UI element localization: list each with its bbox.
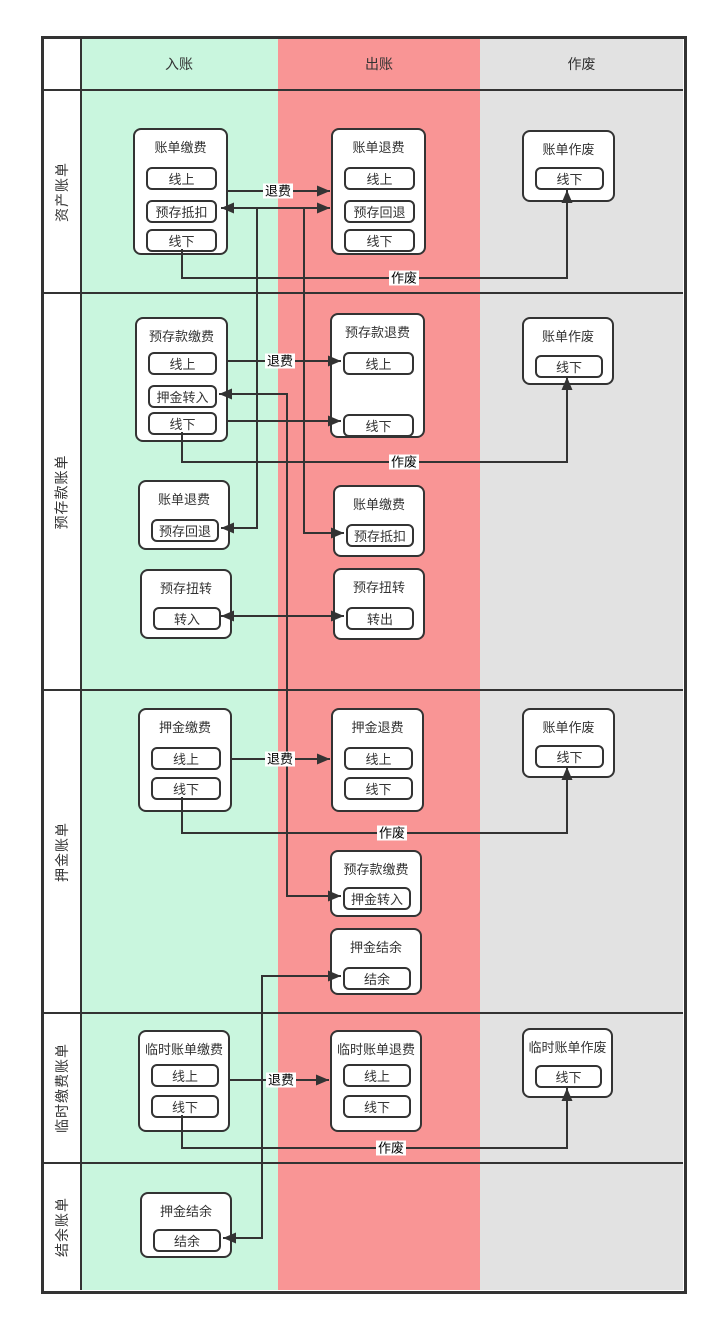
subnode-prepaid-refund-1: 线下 [343, 414, 414, 437]
subnode-temp-bill-pay-1: 线下 [151, 1095, 219, 1118]
node-title: 账单退费 [352, 140, 405, 155]
node-title: 预存款缴费 [343, 862, 409, 877]
row-separator [43, 89, 683, 91]
node-title: 预存款退费 [344, 325, 410, 340]
subnode-deposit-balance-out-0: 结余 [343, 967, 411, 990]
label-column-border [80, 38, 82, 1290]
node-prepaid-transfer-in: 预存扭转转入 [140, 569, 232, 639]
node-title: 预存扭转 [159, 581, 212, 596]
node-deposit-refund: 押金退费线上线下 [331, 708, 424, 812]
row-label-text: 结余账单 [53, 1196, 70, 1257]
subnode-deposit-refund-0: 线上 [344, 747, 413, 770]
subnode-temp-bill-void-0: 线下 [535, 1065, 602, 1088]
row-separator [43, 292, 683, 294]
row-label-deposit: 押金账单 [43, 690, 80, 1013]
subnode-prepaid-bill-refund-0: 预存回退 [151, 519, 219, 542]
node-deposit-to-prepaid: 预存款缴费押金转入 [330, 850, 422, 917]
subnode-asset-bill-pay-0: 线上 [146, 167, 217, 190]
subnode-deposit-refund-1: 线下 [344, 777, 413, 800]
subnode-prepaid-pay-2: 线下 [148, 412, 217, 435]
subnode-asset-bill-pay-1: 预存抵扣 [146, 200, 217, 223]
node-prepaid-refund: 预存款退费线上线下 [330, 313, 425, 438]
subnode-balance-in-0: 结余 [153, 1229, 221, 1252]
row-label-temp: 临时缴费账单 [43, 1013, 80, 1163]
subnode-deposit-pay-0: 线上 [151, 747, 221, 770]
node-deposit-balance-out: 押金结余结余 [330, 928, 422, 995]
edge-label-作废-1: 作废 [388, 270, 420, 286]
subnode-prepaid-bill-pay-0: 预存抵扣 [346, 524, 414, 547]
edge-label-作废-5: 作废 [376, 825, 408, 841]
subnode-prepaid-transfer-out-0: 转出 [346, 607, 414, 630]
row-separator [43, 689, 683, 691]
column-header-out: 出账 [365, 56, 393, 72]
node-title: 账单退费 [157, 492, 210, 507]
node-prepaid-bill-refund: 账单退费预存回退 [138, 480, 230, 550]
subnode-asset-bill-pay-2: 线下 [146, 229, 217, 252]
node-asset-bill-pay: 账单缴费线上预存抵扣线下 [133, 128, 228, 255]
node-temp-bill-pay: 临时账单缴费线上线下 [138, 1030, 230, 1132]
subnode-deposit-bill-void-0: 线下 [535, 745, 604, 768]
subnode-asset-bill-void-0: 线下 [535, 167, 604, 190]
row-label-text: 临时缴费账单 [53, 1043, 70, 1133]
node-title: 账单缴费 [352, 497, 405, 512]
subnode-deposit-to-prepaid-0: 押金转入 [343, 887, 411, 910]
subnode-temp-bill-pay-0: 线上 [151, 1064, 219, 1087]
row-label-prepaid: 预存款账单 [43, 293, 80, 690]
node-deposit-bill-void: 账单作废线下 [522, 708, 615, 778]
node-prepaid-bill-void: 账单作废线下 [522, 317, 614, 385]
node-title: 账单缴费 [154, 140, 207, 155]
node-deposit-pay: 押金缴费线上线下 [138, 708, 232, 812]
node-asset-bill-void: 账单作废线下 [522, 130, 615, 202]
node-title: 临时账单缴费 [144, 1042, 223, 1057]
node-temp-bill-refund: 临时账单退费线上线下 [330, 1030, 422, 1132]
edge-label-退费-2: 退费 [264, 353, 296, 369]
node-title: 押金缴费 [158, 720, 211, 735]
edge-label-作废-7: 作废 [375, 1140, 407, 1156]
column-header-void: 作废 [567, 56, 596, 72]
node-title: 预存款缴费 [148, 329, 214, 344]
edge-label-退费-0: 退费 [262, 183, 294, 199]
subnode-prepaid-pay-1: 押金转入 [148, 385, 217, 408]
node-temp-bill-void: 临时账单作废线下 [522, 1028, 613, 1098]
edge-label-退费-4: 退费 [264, 751, 296, 767]
node-title: 临时账单作废 [528, 1040, 607, 1055]
node-title: 预存扭转 [352, 580, 405, 595]
row-label-text: 资产账单 [53, 161, 70, 222]
node-title: 押金结余 [159, 1204, 212, 1219]
lane-column-void [480, 38, 683, 1290]
row-separator [43, 1162, 683, 1164]
node-prepaid-bill-pay: 账单缴费预存抵扣 [333, 485, 425, 557]
subnode-temp-bill-refund-1: 线下 [343, 1095, 411, 1118]
row-label-asset: 资产账单 [43, 90, 80, 293]
node-title: 账单作废 [542, 142, 595, 157]
subnode-prepaid-pay-0: 线上 [148, 352, 217, 375]
row-label-text: 押金账单 [53, 821, 70, 882]
edge-label-作废-3: 作废 [388, 454, 420, 470]
edge-label-退费-6: 退费 [265, 1072, 297, 1088]
subnode-asset-bill-refund-0: 线上 [344, 167, 415, 190]
subnode-deposit-pay-1: 线下 [151, 777, 221, 800]
column-header-in: 入账 [165, 56, 193, 72]
subnode-temp-bill-refund-0: 线上 [343, 1064, 411, 1087]
node-prepaid-pay: 预存款缴费线上押金转入线下 [135, 317, 228, 442]
subnode-prepaid-transfer-in-0: 转入 [153, 607, 221, 630]
node-title: 账单作废 [542, 720, 595, 735]
subnode-prepaid-refund-0: 线上 [343, 352, 414, 375]
subnode-asset-bill-refund-2: 线下 [344, 229, 415, 252]
subnode-asset-bill-refund-1: 预存回退 [344, 200, 415, 223]
node-title: 押金退费 [351, 720, 404, 735]
node-title: 押金结余 [349, 940, 402, 955]
row-separator [43, 1012, 683, 1014]
row-label-balance: 结余账单 [43, 1163, 80, 1290]
subnode-prepaid-bill-void-0: 线下 [535, 355, 603, 378]
node-prepaid-transfer-out: 预存扭转转出 [333, 568, 425, 640]
node-asset-bill-refund: 账单退费线上预存回退线下 [331, 128, 426, 255]
node-balance-in: 押金结余结余 [140, 1192, 232, 1258]
node-title: 临时账单退费 [336, 1042, 415, 1057]
row-label-text: 预存款账单 [53, 454, 70, 529]
node-title: 账单作废 [541, 329, 594, 344]
